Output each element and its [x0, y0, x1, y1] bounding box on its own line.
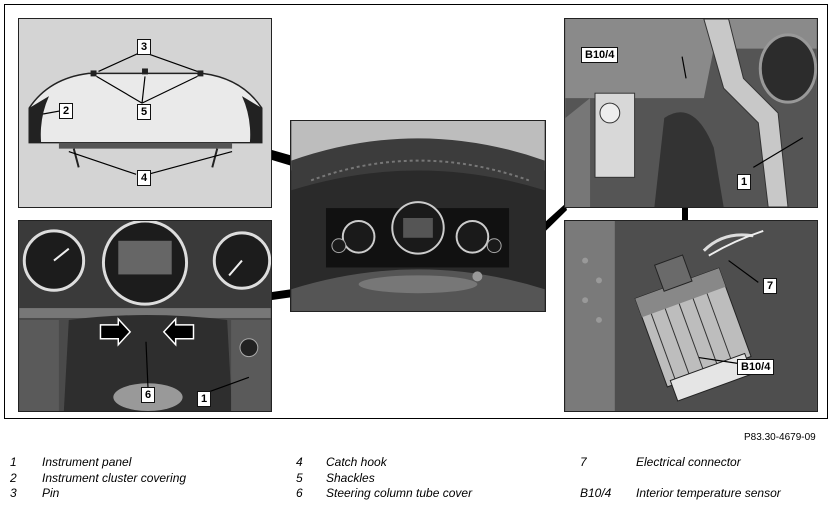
- panel-dashboard-overview: [290, 120, 546, 312]
- legend-num-6: 6: [296, 486, 303, 500]
- callout-7: 7: [763, 278, 778, 294]
- callout-1: 1: [197, 391, 212, 407]
- legend-text-1: Instrument panel: [42, 455, 132, 469]
- legend-text-5: Shackles: [326, 471, 375, 485]
- legend-num-7: 7: [580, 455, 587, 469]
- temperature-sensor-photo: [565, 221, 817, 411]
- legend-num-1: 1: [10, 455, 17, 469]
- callout-4: 4: [137, 170, 152, 186]
- legend-num-5: 5: [296, 471, 303, 485]
- panel-temperature-sensor: 7 B10/4: [564, 220, 818, 412]
- figure-frame: [4, 4, 828, 419]
- callout-2: 2: [59, 103, 74, 119]
- legend-text-4: Catch hook: [326, 455, 387, 469]
- dashboard-photo: [291, 121, 545, 311]
- callout-b10-4-bottom: B10/4: [737, 359, 775, 375]
- steering-column-photo: [19, 221, 271, 411]
- callout-b10-4-top: B10/4: [581, 47, 619, 63]
- legend-num-4: 4: [296, 455, 303, 469]
- legend-text-6: Steering column tube cover: [326, 486, 473, 500]
- callout-3: 3: [137, 39, 152, 55]
- legend-text-3: Pin: [42, 486, 60, 500]
- legend-text-b10-4: Interior temperature sensor: [636, 486, 781, 500]
- panel-cluster-covering: 3 2 5 4: [18, 18, 272, 208]
- panel-sensor-location: B10/4 1: [564, 18, 818, 208]
- callout-1-sensor: 1: [737, 174, 752, 190]
- callout-6: 6: [141, 387, 156, 403]
- legend-num-b10-4: B10/4: [580, 486, 612, 500]
- legend-num-3: 3: [10, 486, 17, 500]
- legend-text-7: Electrical connector: [636, 455, 741, 469]
- legend-num-2: 2: [10, 471, 17, 485]
- panel-steering-column-cover: 6 1: [18, 220, 272, 412]
- legend-text-2: Instrument cluster covering: [42, 471, 187, 485]
- callout-5: 5: [137, 104, 152, 120]
- figure-reference: P83.30-4679-09: [744, 432, 816, 443]
